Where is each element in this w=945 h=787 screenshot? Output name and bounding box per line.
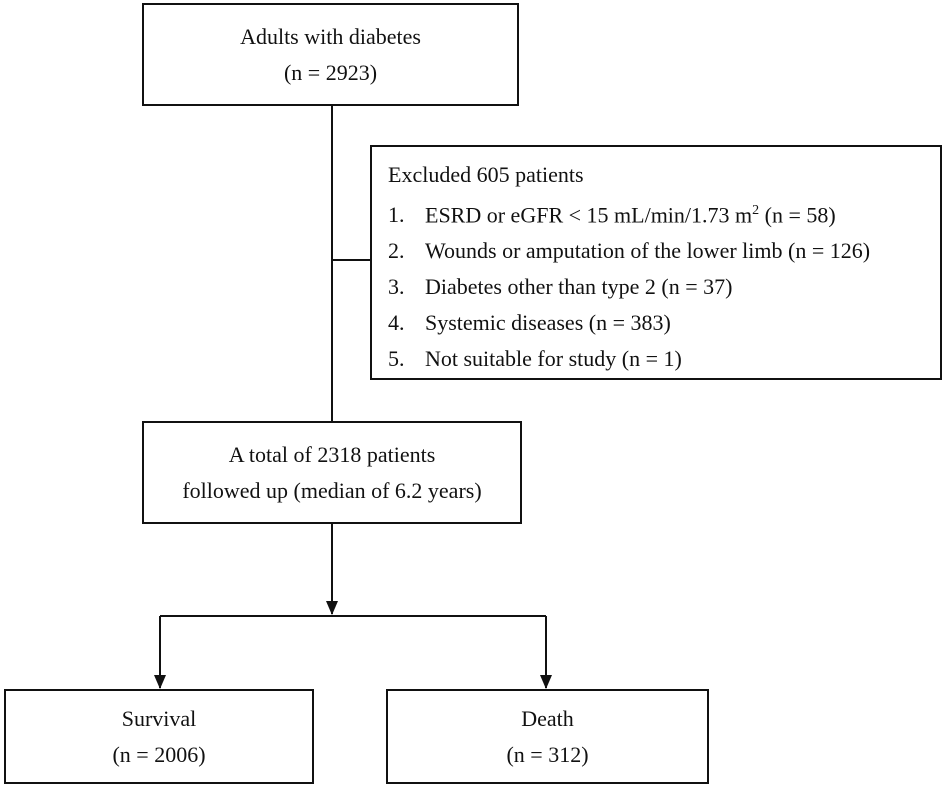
survival-title: Survival	[121, 705, 197, 731]
excluded-item-2: 2. Wounds or amputation of the lower limb…	[388, 233, 940, 269]
excluded-item-number: 3.	[388, 274, 405, 300]
top-box-title: Adults with diabetes	[240, 23, 421, 49]
box-excluded-patients: Excluded 605 patients 1. ESRD or eGFR < 1…	[370, 145, 942, 380]
survival-count: (n = 2006)	[112, 741, 206, 767]
box-adults-with-diabetes: Adults with diabetes (n = 2923)	[142, 3, 519, 106]
death-title: Death	[521, 705, 574, 731]
arrowhead-survival	[154, 675, 166, 689]
excluded-item-tail: (n = 58)	[759, 202, 836, 228]
excluded-item-text: Not suitable for study (n = 1)	[425, 346, 682, 372]
excluded-heading: Excluded 605 patients	[388, 162, 584, 187]
arrowhead-mid	[326, 601, 338, 615]
excluded-item-5: 5. Not suitable for study (n = 1)	[388, 341, 940, 377]
excluded-item-number: 5.	[388, 346, 405, 372]
box-death: Death (n = 312)	[386, 689, 709, 784]
excluded-item-text: Diabetes other than type 2 (n = 37)	[425, 274, 733, 300]
death-count: (n = 312)	[506, 741, 589, 767]
arrowhead-death	[540, 675, 552, 689]
excluded-item-number: 4.	[388, 310, 405, 336]
excluded-item-1: 1. ESRD or eGFR < 15 mL/min/1.73 m2 (n = …	[388, 193, 940, 233]
box-followed-up: A total of 2318 patients followed up (me…	[142, 421, 522, 524]
top-box-count: (n = 2923)	[283, 59, 378, 85]
excluded-item-text: Systemic diseases (n = 383)	[425, 310, 671, 336]
mid-box-line-1: A total of 2318 patients	[228, 441, 436, 467]
excluded-item-4: 4. Systemic diseases (n = 383)	[388, 305, 940, 341]
excluded-item-text: ESRD or eGFR < 15 mL/min/1.73 m	[425, 202, 753, 228]
excluded-item-number: 2.	[388, 238, 405, 264]
excluded-item-text: Wounds or amputation of the lower limb (…	[425, 238, 871, 264]
superscript: 2	[752, 203, 760, 218]
box-survival: Survival (n = 2006)	[4, 689, 314, 784]
excluded-item-number: 1.	[388, 202, 405, 228]
excluded-item-3: 3. Diabetes other than type 2 (n = 37)	[388, 269, 940, 305]
mid-box-line-2: followed up (median of 6.2 years)	[182, 477, 482, 503]
